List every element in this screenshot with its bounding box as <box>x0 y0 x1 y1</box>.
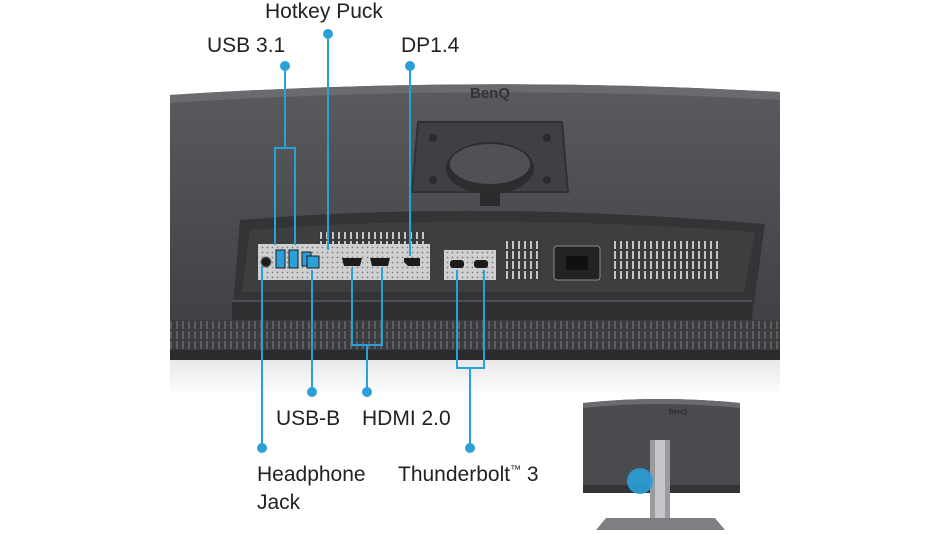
usbb-label: USB-B <box>276 407 341 430</box>
thunderbolt3-label: Thunderbolt™ 3 <box>398 461 539 489</box>
monitor-back <box>170 84 780 360</box>
hdmi20-label: HDMI 2.0 <box>362 407 451 430</box>
usb31-label: USB 3.1 <box>207 34 286 57</box>
hotkey-puck-label: Hotkey Puck <box>265 0 383 23</box>
headphone-label-line1: Headphone <box>257 463 366 486</box>
benq-logo: BenQ <box>470 85 510 102</box>
trademark-symbol: ™ <box>510 464 522 476</box>
floor-reflection <box>170 360 780 396</box>
inset-monitor-thumbnail <box>583 399 740 530</box>
dp14-label: DP1.4 <box>401 34 460 57</box>
thunderbolt-label-number: 3 <box>521 463 539 486</box>
headphone-jack-label: Headphone Jack <box>257 461 366 518</box>
inset-benq-logo: BenQ <box>669 409 688 416</box>
headphone-label-line2: Jack <box>257 491 301 515</box>
callout-lines <box>257 29 485 453</box>
thunderbolt-label-main: Thunderbolt <box>398 463 511 486</box>
